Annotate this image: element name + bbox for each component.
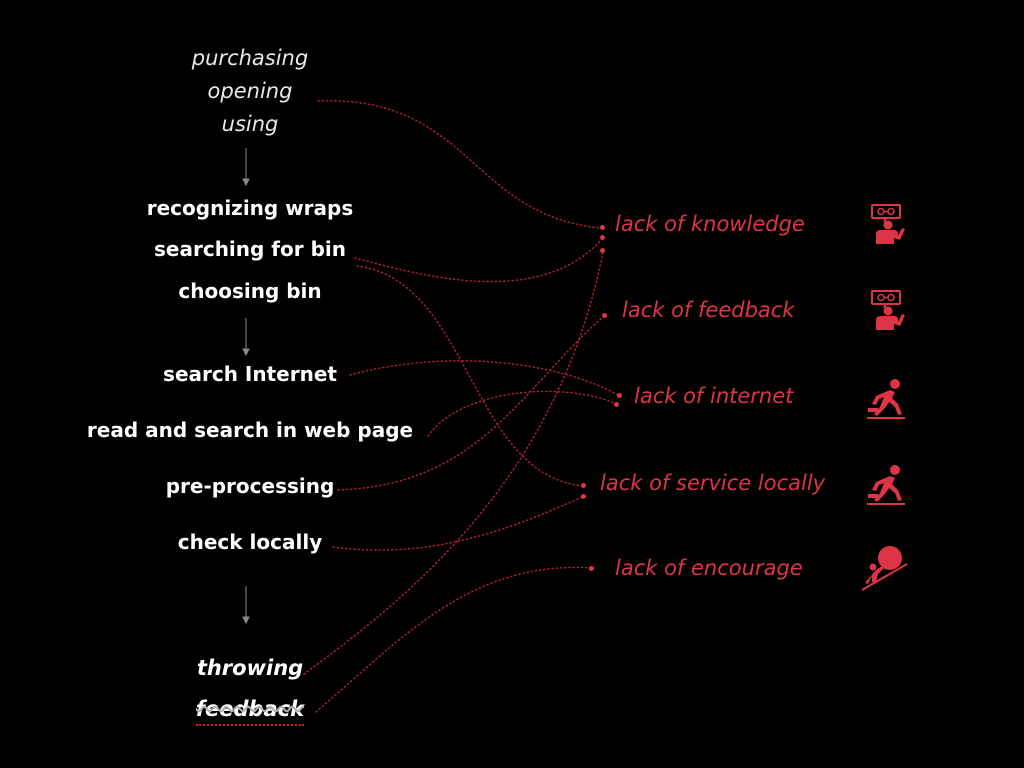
connector-preprocessing-feedback — [337, 315, 605, 491]
step-check-locally: check locally — [177, 530, 323, 554]
problem-lack-of-knowledge: lack of knowledge — [615, 212, 805, 236]
problem-dot — [581, 494, 586, 499]
flow-arrow-2-head — [242, 348, 250, 357]
step-search-internet: search Internet — [163, 362, 337, 386]
problem-dot — [617, 393, 622, 398]
connector-throwing-knowledge — [303, 251, 604, 675]
confused-person-icon — [871, 290, 905, 330]
problem-dot — [600, 248, 605, 253]
step-feedback: feedback — [195, 697, 305, 726]
connector-search-internet — [349, 360, 621, 397]
problem-lack-of-encourage: lack of encourage — [615, 556, 803, 580]
connectors — [303, 100, 621, 713]
step-choosing-bin: choosing bin — [178, 279, 322, 303]
step-searching-for-bin: searching for bin — [154, 237, 346, 261]
step-throwing: throwing — [196, 656, 304, 680]
obstacle-person-icon — [867, 465, 905, 505]
connector-read-internet — [427, 390, 618, 437]
boulder-push-icon — [861, 546, 908, 591]
problem-lack-of-internet: lack of internet — [634, 384, 794, 408]
connector-searching-service — [356, 265, 584, 487]
flow-arrow-1-head — [242, 178, 250, 187]
problem-dot — [602, 313, 607, 318]
step-pre-processing: pre-processing — [165, 474, 335, 498]
problem-dot — [600, 235, 605, 240]
problem-lack-of-feedback: lack of feedback — [622, 298, 795, 322]
connector-intro-knowledge — [317, 100, 601, 229]
step-opening: opening — [207, 79, 293, 103]
connector-feedback-encourage — [315, 566, 593, 713]
obstacle-person-icon — [867, 379, 905, 419]
problem-lack-of-service-locally: lack of service locally — [600, 471, 826, 495]
problem-dot — [589, 566, 594, 571]
confused-person-icon — [871, 204, 905, 244]
problem-dot — [581, 483, 586, 488]
step-using: using — [221, 112, 279, 136]
flow-arrow-3-head — [242, 616, 250, 625]
problem-dot — [614, 402, 619, 407]
connector-searching-knowledge — [354, 237, 604, 283]
problem-dot — [600, 225, 605, 230]
step-purchasing: purchasing — [191, 46, 309, 70]
connector-check-service — [332, 495, 585, 551]
step-recognizing-wraps: recognizing wraps — [146, 196, 354, 220]
step-read-and-search: read and search in web page — [86, 418, 414, 442]
